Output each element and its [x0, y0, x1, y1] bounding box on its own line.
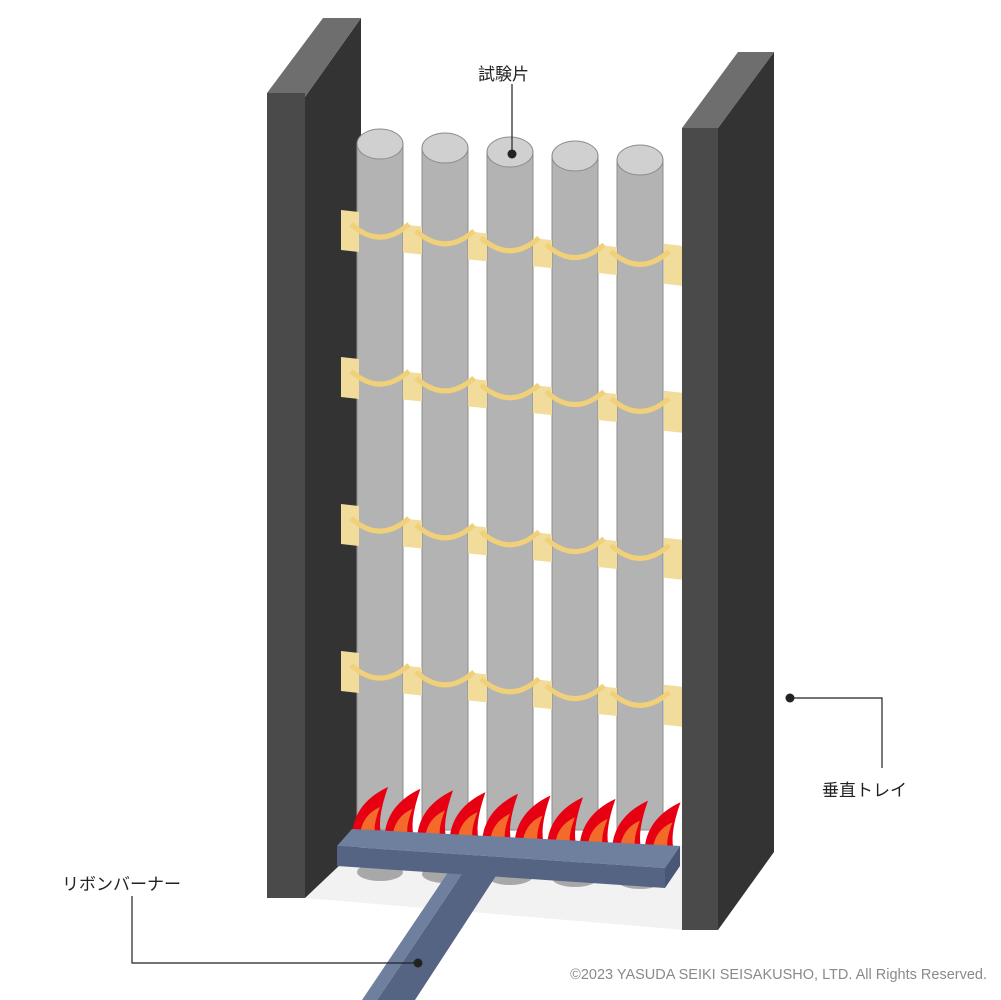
flame-core: [652, 822, 673, 853]
left-tray-wall: [267, 18, 361, 898]
specimen-rod-top: [356, 128, 404, 160]
strap-wrap: [414, 523, 476, 541]
specimen-rod-top: [616, 144, 664, 176]
clamp-strap: [341, 651, 682, 727]
strap-wrap: [414, 229, 476, 247]
specimen-rod: [421, 147, 469, 831]
strap-wrap: [349, 516, 411, 534]
flame: [417, 790, 453, 841]
strap-wrap: [544, 683, 606, 701]
strap-wrap: [479, 529, 541, 548]
strap-wrap: [609, 396, 671, 414]
strap-wrap: [609, 543, 671, 561]
specimen-rod: [551, 155, 599, 831]
specimen-rod-top: [421, 132, 469, 164]
specimen-rod: [486, 151, 534, 831]
strap-wrap: [544, 389, 606, 407]
copyright-notice: ©2023 YASUDA SEIKI SEISAKUSHO, LTD. All …: [570, 967, 987, 983]
specimen-rod: [356, 143, 404, 831]
flame-core: [620, 820, 640, 851]
strap-wrap: [544, 536, 606, 554]
flame: [482, 793, 518, 844]
clamp-strap: [341, 210, 682, 286]
strap-wrap: [609, 249, 671, 267]
leader-lines: [131, 84, 883, 968]
specimen-rod-top: [551, 140, 599, 172]
strap-tab-left: [341, 210, 359, 252]
flame-core: [392, 808, 413, 839]
strap-wrap: [609, 690, 671, 708]
ribbon-burner-label: リボンバーナー: [62, 875, 181, 895]
strap-wrap: [414, 670, 476, 688]
flame-core: [457, 812, 478, 843]
vertical-tray-label: 垂直トレイ: [822, 781, 907, 801]
strap-wrap: [349, 222, 411, 240]
strap-wrap: [349, 663, 411, 681]
strap-wrap: [479, 382, 541, 401]
strap-wrap: [479, 235, 541, 254]
flame-core: [522, 815, 543, 846]
burner-flames: [352, 787, 681, 853]
strap-tab-left: [341, 651, 359, 693]
strap-wrap: [479, 676, 541, 695]
flame-core: [555, 817, 575, 848]
strap-wrap: [349, 369, 411, 387]
clamp-strap: [341, 504, 682, 580]
ribbon-burner: [337, 829, 680, 1000]
flame: [612, 800, 648, 851]
flame-core: [587, 818, 608, 849]
strap-wrap: [544, 242, 606, 260]
flame-core: [425, 810, 445, 841]
flame-core: [360, 807, 380, 837]
flame: [352, 787, 388, 837]
specimen-label: 試験片: [478, 65, 529, 85]
strap-tab-left: [341, 504, 359, 546]
flame: [384, 788, 421, 839]
flame: [579, 798, 616, 849]
flame: [514, 795, 551, 846]
flame: [644, 802, 681, 853]
specimen-rods: [341, 128, 682, 831]
right-tray-wall: [682, 52, 774, 930]
clamp-strap: [341, 357, 682, 433]
strap-wrap: [414, 376, 476, 394]
flame: [449, 792, 486, 843]
strap-tab-left: [341, 357, 359, 399]
flame-core: [490, 813, 510, 844]
flame: [547, 797, 583, 848]
